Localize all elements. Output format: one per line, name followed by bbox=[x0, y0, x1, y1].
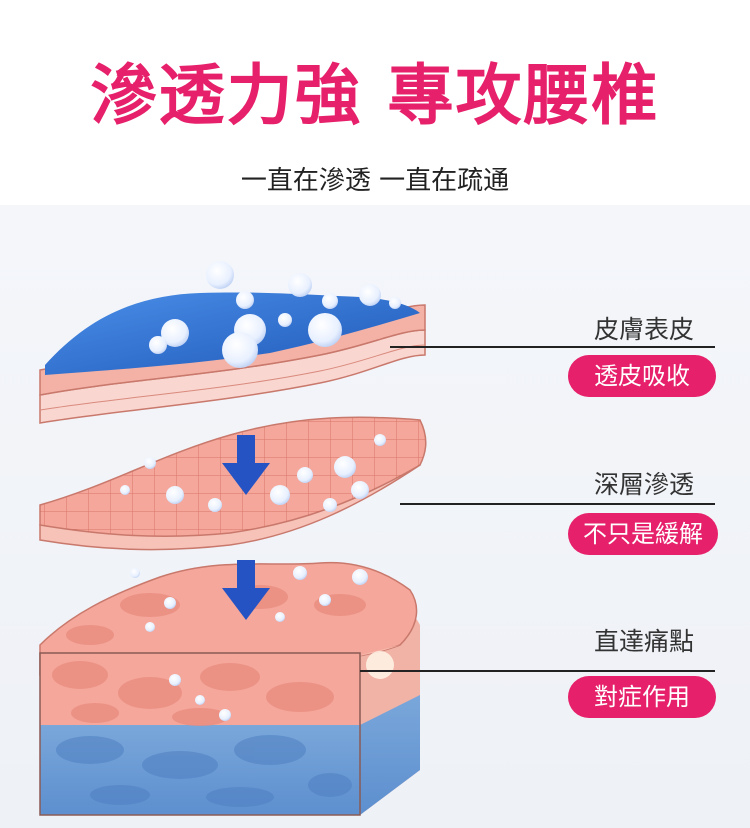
layer-label-deep: 直達痛點 bbox=[594, 627, 695, 656]
active-ingredient-bubbles-bottom bbox=[130, 566, 368, 721]
callout-line-deep bbox=[360, 670, 715, 672]
dermis-layer bbox=[39, 416, 427, 551]
layer-label-dermis: 深層滲透 bbox=[594, 470, 695, 499]
callout-line-epidermis bbox=[390, 346, 715, 348]
penetration-arrow-1 bbox=[222, 435, 270, 495]
badge-epidermis: 透皮吸收 bbox=[568, 355, 716, 397]
badge-deep: 對症作用 bbox=[568, 676, 716, 718]
active-ingredient-bubbles-top bbox=[149, 261, 401, 368]
skin-layers-illustration bbox=[39, 261, 427, 816]
penetration-arrow-2 bbox=[222, 560, 270, 620]
layer-label-epidermis: 皮膚表皮 bbox=[594, 315, 695, 344]
page-title: 滲透力強 專攻腰椎 bbox=[90, 57, 660, 134]
active-ingredient-bubbles-middle bbox=[120, 434, 386, 512]
page-subtitle: 一直在滲透 一直在疏通 bbox=[240, 166, 510, 196]
deep-tissue-layer bbox=[39, 561, 420, 816]
callout-line-dermis bbox=[400, 503, 715, 505]
badge-dermis: 不只是緩解 bbox=[568, 513, 718, 555]
